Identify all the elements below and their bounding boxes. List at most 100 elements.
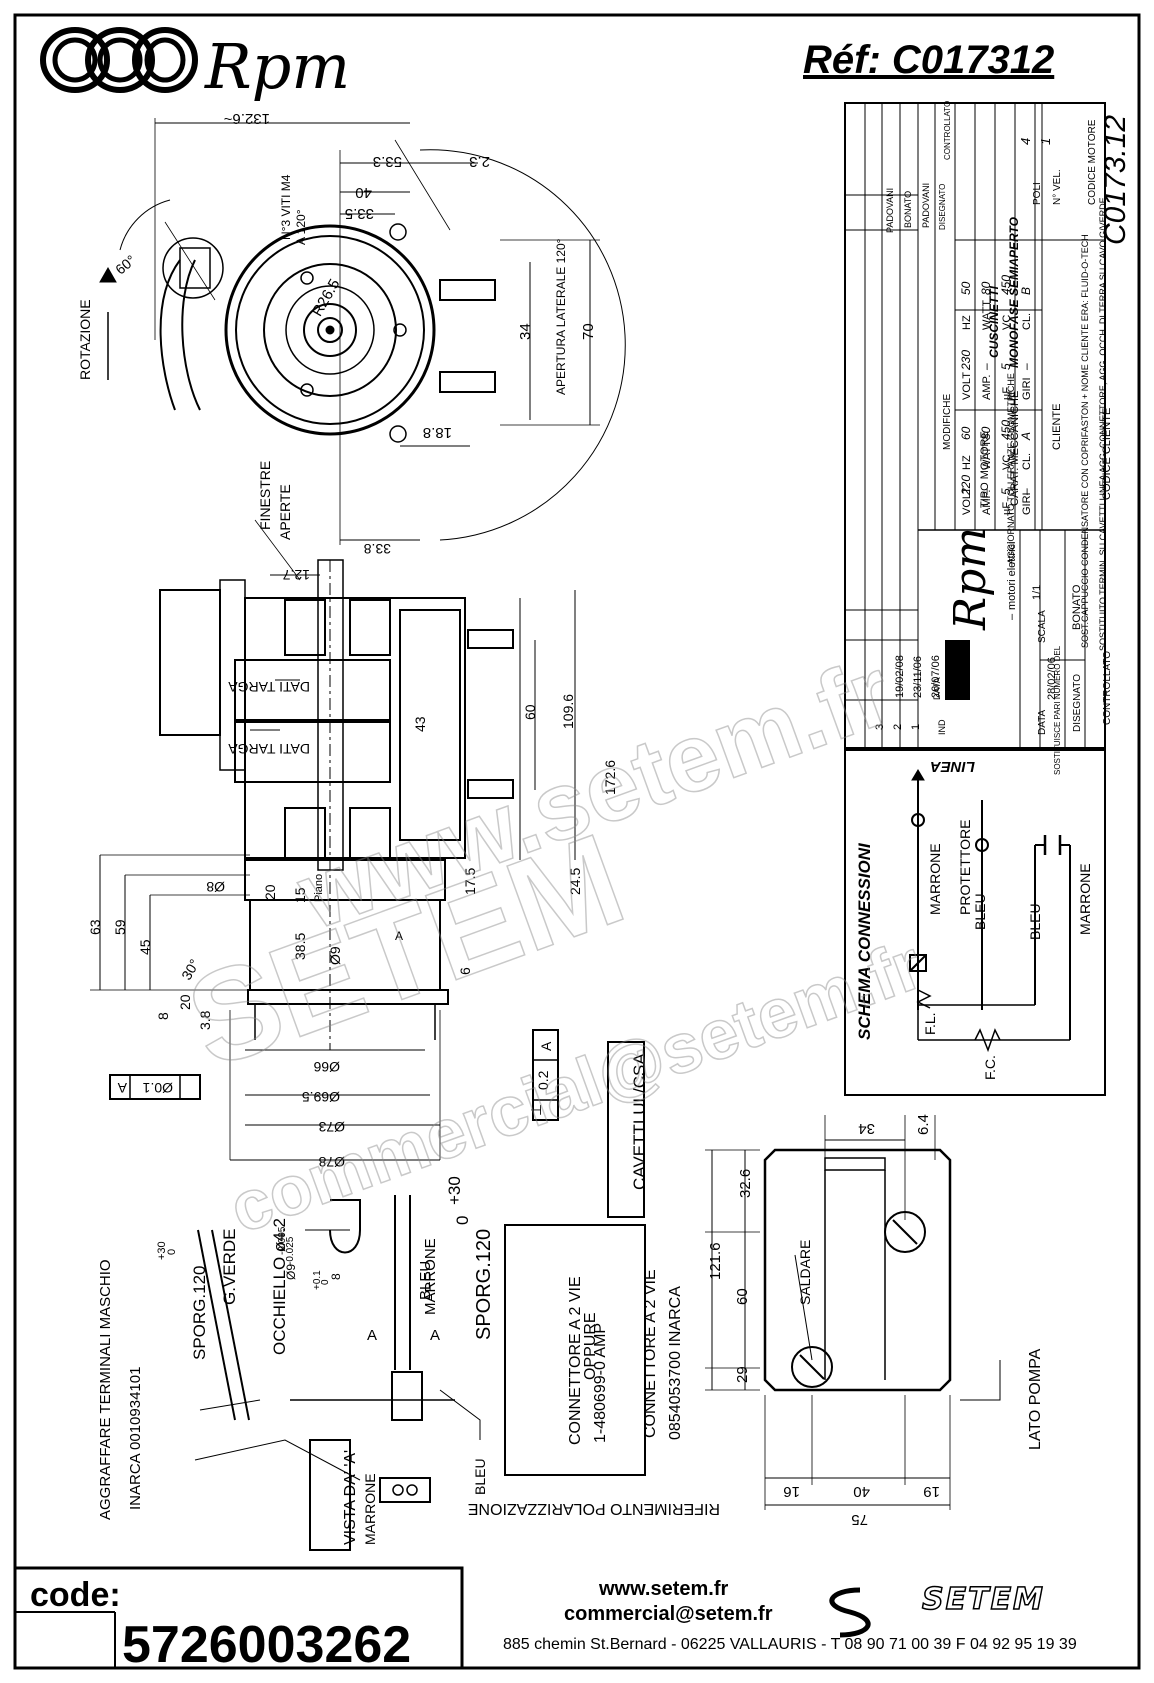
elec-cell: HZ: [961, 455, 973, 470]
elec-cell: µF: [1001, 502, 1013, 515]
elec-cell: –: [979, 363, 993, 371]
rev-2-n: 2: [892, 724, 904, 730]
dim-b60: 60: [734, 1288, 751, 1305]
elec-cell: VC: [1001, 315, 1013, 330]
dim-b16: 16: [783, 1483, 800, 1500]
label-sporg-1-zero: 0: [166, 1249, 178, 1255]
rev-3-by: PADOVANI: [885, 188, 895, 233]
elec-cell: 80: [979, 281, 993, 295]
schema-fc: F.C.: [982, 1055, 998, 1080]
label-sporg-2-plus: +30: [445, 1176, 464, 1205]
logo-sub: motori elettrici: [1006, 542, 1018, 610]
watermark: www.setem.fr SETEM commercial@setem.fr: [169, 636, 932, 1248]
rev-2-desc: SOSTITUITO TERMIN. SU CAVETTI LINEA AGG.…: [1098, 197, 1108, 651]
label-rotazione: ROTAZIONE: [77, 299, 93, 380]
schema-bleu-2: BLEU: [1027, 903, 1043, 940]
brand-name: Rpm: [205, 30, 351, 103]
label-occhiello: OCCHIELLO ø4.2: [270, 1218, 289, 1355]
tolerance-frame-text: ⊥ 0.2 A Ø0.1 A: [117, 1041, 554, 1116]
rev-2-by: BONATO: [903, 191, 913, 228]
elec-cell: 450: [999, 275, 1013, 295]
dim-o78: Ø78: [318, 1154, 345, 1170]
rev-hdr-disegnato: DISEGNATO: [938, 184, 947, 230]
data: 28/02/06: [1046, 657, 1058, 700]
label-dati-targa-2: DATI TARGA: [228, 741, 310, 757]
address-line: 885 chemin St.Bernard - 06225 VALLAURIS …: [503, 1636, 1077, 1653]
dim-40: 40: [355, 184, 372, 201]
label-grommet-tol-4: 0: [320, 1279, 331, 1285]
carat: CUSCINETTI: [987, 285, 1001, 358]
label-marrone-2: MARRONE: [362, 1473, 378, 1545]
schema-marrone-2: MARRONE: [1077, 863, 1093, 935]
label-saldare: SALDARE: [797, 1240, 813, 1305]
rev-hdr-controllato: CONTROLLATO: [943, 101, 952, 160]
label-sporg-1: SPORG.120: [190, 1266, 209, 1361]
controllato-label: CONTROLLATO: [1102, 651, 1113, 725]
connector-line-5: 0854053700 INARCA: [667, 1286, 684, 1440]
cliente-label: CLIENTE: [1051, 404, 1063, 450]
reference-number: Réf: C017312: [803, 38, 1055, 82]
schema-bleu-1: BLEU: [972, 893, 988, 930]
label-sporg-2: SPORG.120: [473, 1229, 495, 1340]
label-datum-a: A: [395, 929, 403, 943]
elec-cell: GIRI: [1021, 377, 1033, 400]
dim-8: 8: [155, 1012, 171, 1020]
label-dati-targa-1: DATI TARGA: [228, 679, 310, 695]
dim-20b: 20: [177, 994, 193, 1010]
rpm-logo: [40, 27, 198, 93]
elec-cell: 5: [999, 363, 1013, 370]
rev-3-n: 3: [874, 724, 886, 730]
dim-b34: 34: [858, 1120, 875, 1137]
schema-labels: SCHEMA CONNESSIONI LINEA MARRONE PROTETT…: [855, 758, 1093, 1080]
tol-o01: Ø0.1: [142, 1080, 173, 1096]
tol-perp: ⊥: [528, 1104, 544, 1116]
label-a120: A 120°: [294, 209, 308, 245]
electrical-data-text: VOLT220HZ60VOLT230HZ50AMP.–WATT80AMP.–WA…: [959, 275, 1033, 515]
email-link[interactable]: commercial@setem.fr: [564, 1603, 773, 1625]
elec-cell: AMP.: [981, 375, 993, 400]
elec-cell: WATT: [981, 300, 993, 330]
nvel: 1: [1038, 138, 1053, 145]
label-piano: Piano: [313, 874, 325, 902]
label-finestre: FINESTRE: [257, 461, 273, 530]
dim-33-8: 33.8: [364, 541, 391, 557]
label-marrone-1: MARRONE: [422, 1238, 439, 1315]
label-grommet-8: 8: [329, 1273, 343, 1280]
elec-cell: 5: [999, 488, 1013, 495]
dim-53-3: 53.3: [373, 153, 402, 170]
tol-a: A: [538, 1041, 554, 1051]
wiring-labels: AGGRAFFARE TERMINALI MASCHIO INARCA 0010…: [97, 1053, 720, 1545]
dim-132-6: 132.6~: [223, 110, 270, 127]
dim-109-6: 109.6: [560, 694, 576, 729]
label-grommet-tol-2: -0.025: [285, 1236, 296, 1265]
carat-label: CARAT. MECCANICHE: [1009, 391, 1021, 506]
connector-line-1: CONNETTORE A 2 VIE: [567, 1276, 584, 1445]
dim-34: 34: [517, 323, 534, 340]
elec-cell: B: [1019, 287, 1033, 295]
label-section-a-left: A: [367, 1327, 377, 1344]
elec-cell: µF: [1001, 387, 1013, 400]
rev-1-desc: AGGIORNATO TOLLERANZE GEOMETRICHE: [1006, 373, 1016, 564]
dim-172-6: 172.6: [602, 760, 618, 795]
code-value: 5726003262: [122, 1616, 412, 1674]
title-block-grid: [844, 102, 1106, 751]
setem-logo: SETEM: [921, 1581, 1045, 1618]
elec-cell: 60: [959, 426, 973, 440]
dim-33-5: 33.5: [345, 205, 374, 222]
dim-17-5: 17.5: [462, 868, 478, 895]
elec-cell: WATT: [981, 440, 993, 470]
dim-b6-4: 6.4: [915, 1114, 932, 1135]
schema-marrone-1: MARRONE: [927, 843, 943, 915]
elec-cell: 50: [959, 281, 973, 295]
elec-cell: VOLT: [961, 372, 973, 400]
dim-b29: 29: [734, 1366, 751, 1383]
dim-o69-5: Ø69.5: [302, 1089, 340, 1105]
website-link[interactable]: www.setem.fr: [599, 1578, 729, 1600]
rev-3-desc: SOST.CAPPUCCIO CONDENSATORE CON COPRIFAS…: [1080, 234, 1090, 648]
code-label: code:: [30, 1576, 121, 1614]
schema-fl: F.L.: [922, 1012, 938, 1035]
dim-2-3: 2.3: [469, 153, 490, 170]
label-aperte: APERTE: [277, 484, 293, 540]
sostituisce-label: SOSTITUISCE PARI NUMERO DEL: [1053, 645, 1062, 775]
